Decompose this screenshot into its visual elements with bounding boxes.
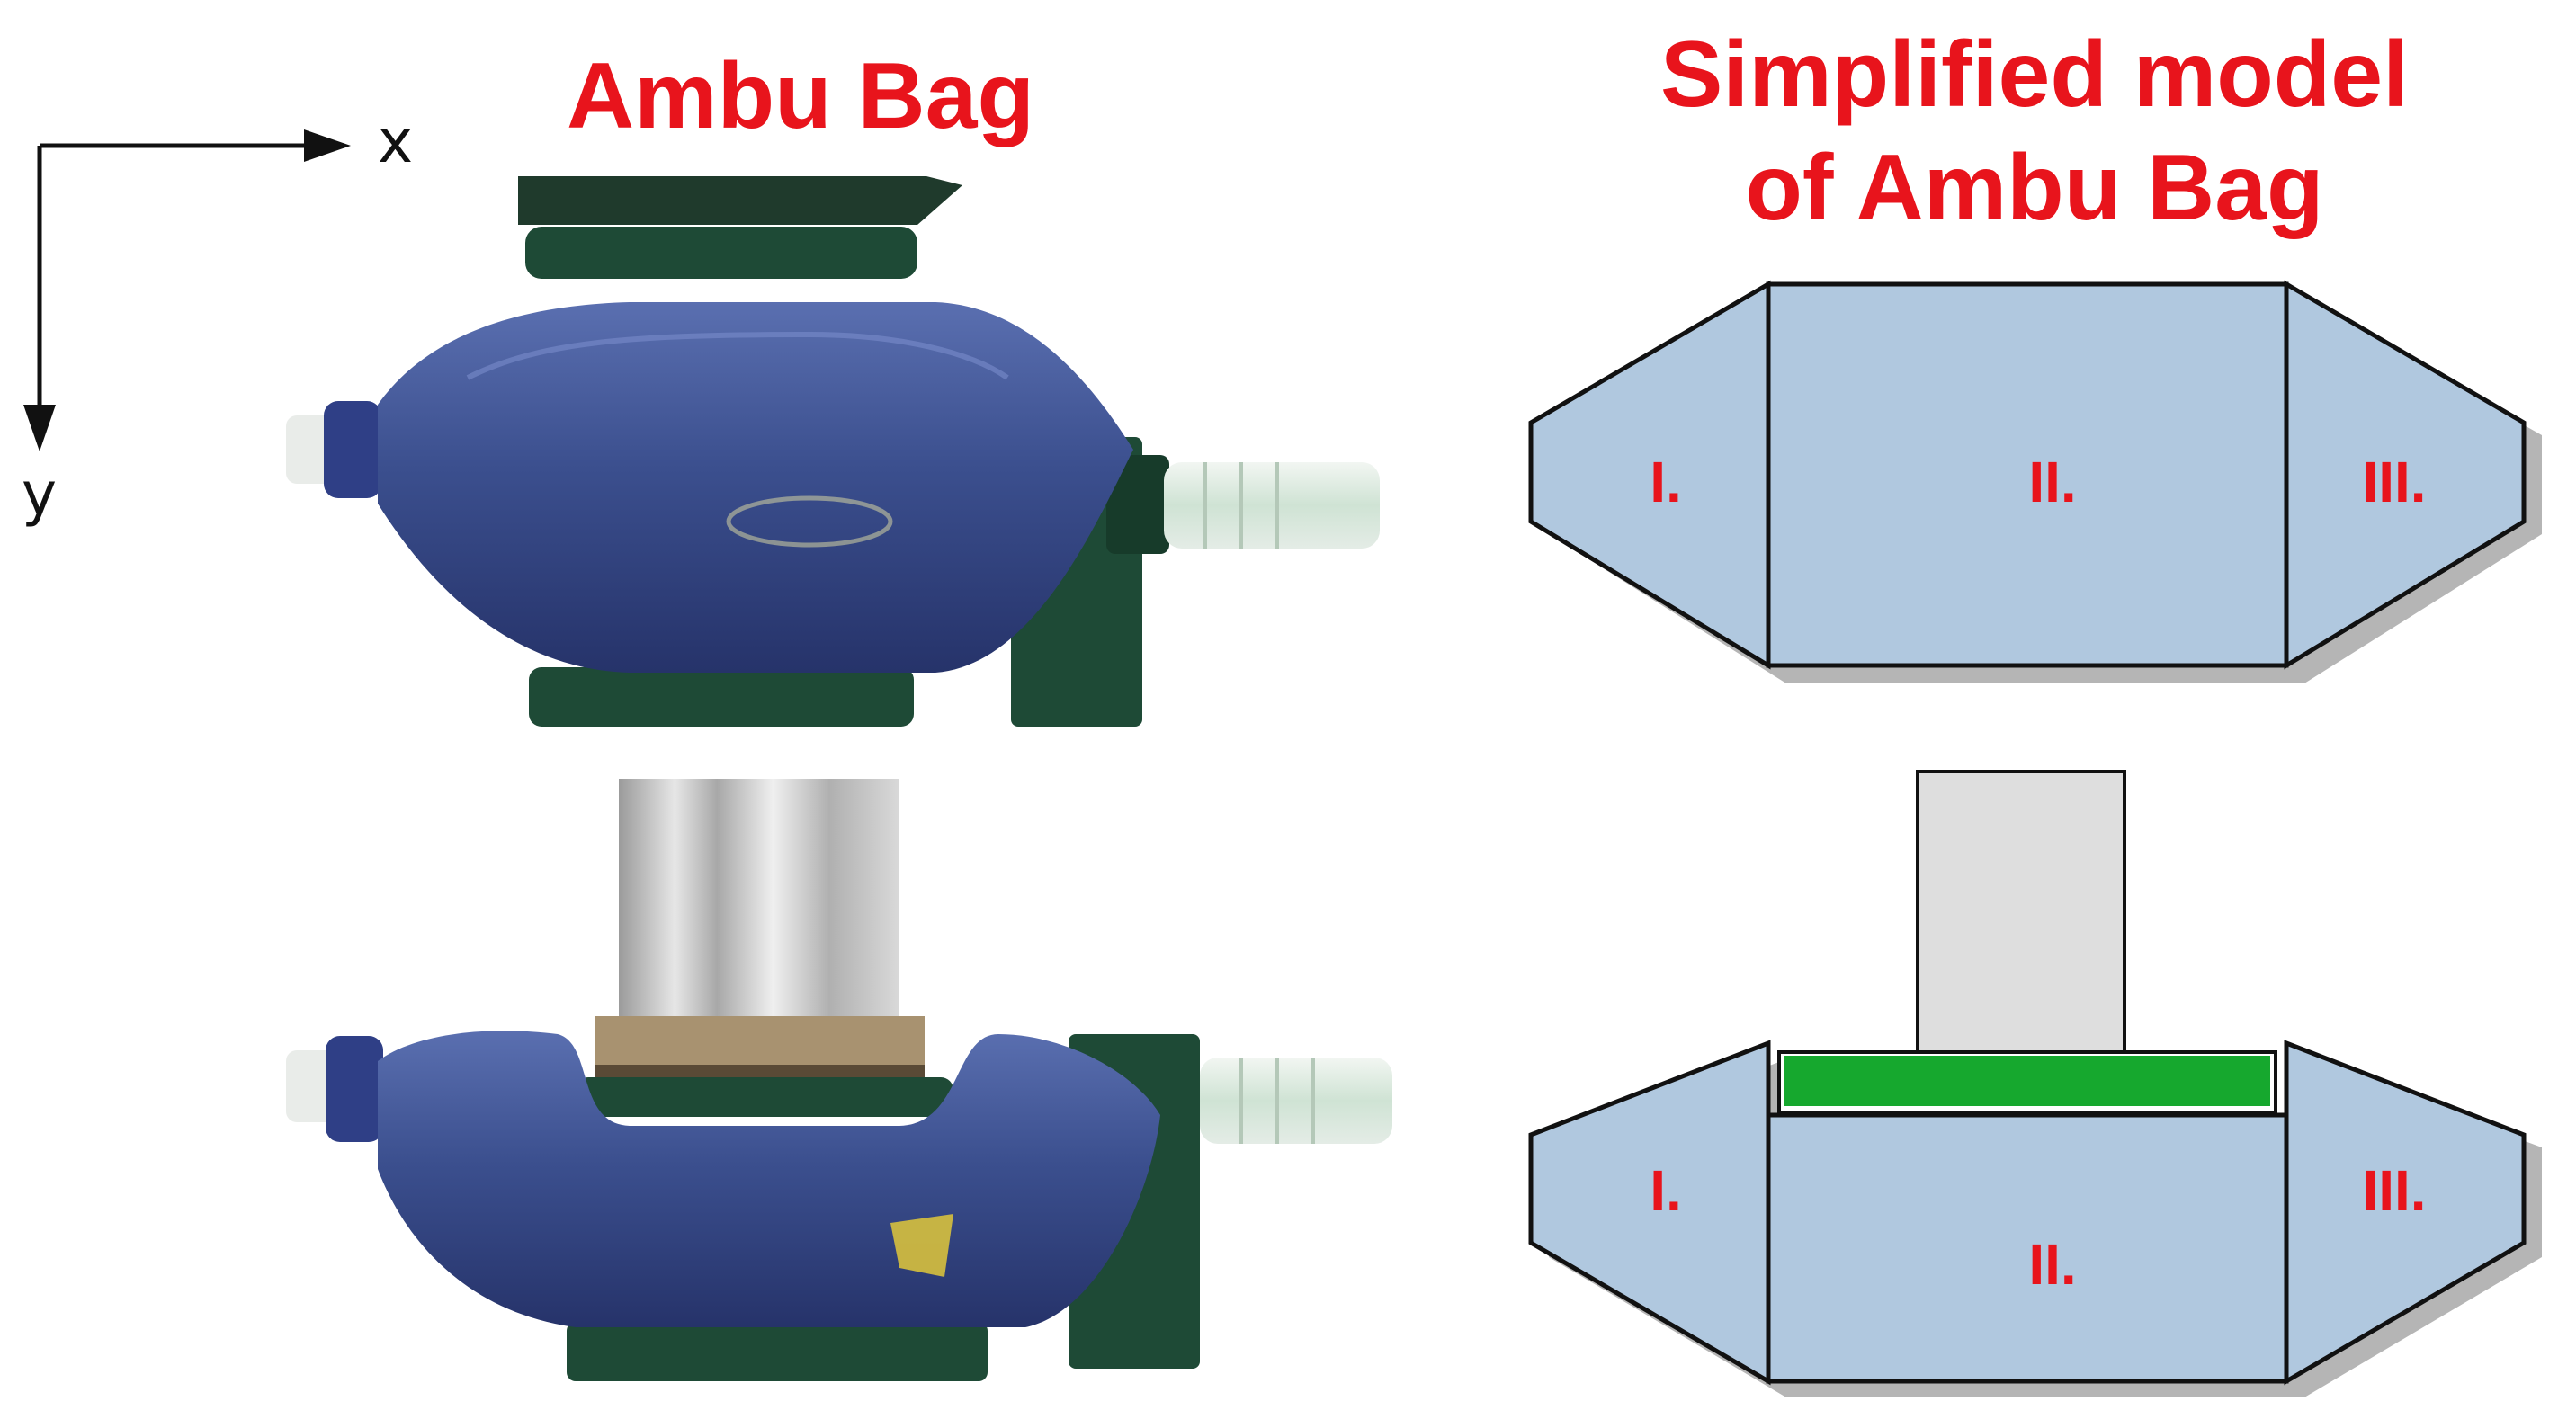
region-II	[1766, 281, 2289, 668]
piston-rods	[619, 779, 899, 1020]
bottom-mount	[567, 1322, 988, 1381]
left-valve-cap	[324, 401, 381, 498]
region-II-label: II.	[2028, 1232, 2076, 1297]
bottom-mount	[529, 667, 914, 727]
press-pad	[525, 227, 917, 279]
bag-highlight	[466, 331, 1009, 380]
region-II	[1766, 1112, 2289, 1384]
simplified-model-title-line2: of Ambu Bag	[1745, 136, 2323, 240]
simplified-model-title-line1: Simplified model	[1660, 22, 2409, 127]
simplified-model-compressed: I. II. III.	[1528, 770, 2542, 1397]
region-I-label: I.	[1650, 450, 1682, 514]
compression-plate	[1784, 1056, 2270, 1106]
piston-block	[1916, 770, 2126, 1054]
axis-indicator: x y	[22, 107, 413, 529]
x-axis-arrowhead	[304, 129, 351, 162]
region-III-label: III.	[2362, 450, 2426, 514]
bag-reflection	[726, 495, 893, 548]
region-I-label: I.	[1650, 1158, 1682, 1223]
left-connector-tube	[286, 1050, 336, 1122]
ambu-bag-photo-compressed	[286, 779, 1392, 1381]
region-III-label: III.	[2362, 1158, 2426, 1223]
ambu-bag-photo-uncompressed	[286, 176, 1380, 727]
region-III	[2284, 280, 2527, 670]
y-axis-label: y	[22, 460, 57, 529]
simplified-model-uncompressed: I. II. III.	[1528, 280, 2542, 683]
bag-reflection	[890, 1214, 953, 1277]
bag-body	[378, 1031, 1160, 1327]
valve-holder	[1106, 455, 1169, 554]
left-valve-cap	[326, 1036, 383, 1142]
y-axis-arrowhead	[23, 405, 56, 451]
right-connector-tube	[1200, 1058, 1392, 1144]
left-connector-tube	[286, 415, 335, 484]
bag-body	[378, 302, 1133, 673]
right-connector-tube	[1164, 462, 1380, 549]
ambu-bag-title: Ambu Bag	[567, 44, 1034, 148]
x-axis-label: x	[378, 107, 413, 176]
metal-press-plate	[595, 1016, 925, 1067]
region-II-label: II.	[2028, 450, 2076, 514]
upper-press-plate	[518, 176, 962, 225]
press-plate-edge	[595, 1065, 925, 1077]
press-pad	[576, 1077, 953, 1117]
